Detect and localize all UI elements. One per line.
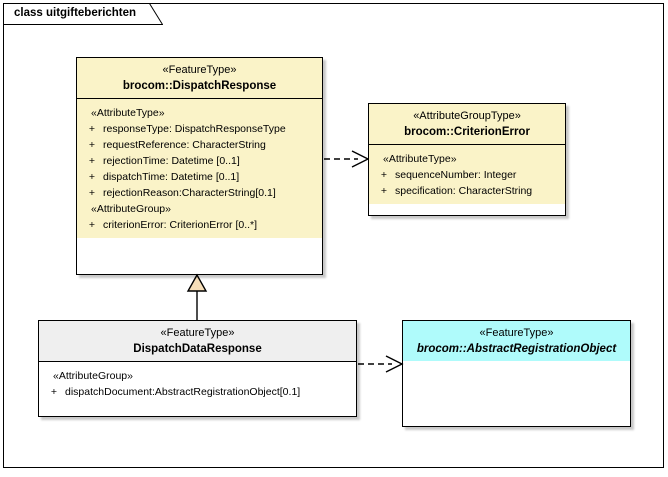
class-header-abstract-registration-object: «FeatureType» brocom::AbstractRegistrati… [403,321,630,361]
compartment-group-label: «AttributeGroup» [91,203,171,215]
attribute-text: rejectionReason:CharacterString[0.1] [103,187,276,199]
attribute-visibility: + [50,386,58,398]
attribute-row[interactable]: + sequenceNumber: Integer [373,167,561,183]
attribute-text: sequenceNumber: Integer [395,169,517,181]
attribute-text: dispatchDocument:AbstractRegistrationObj… [65,386,301,398]
class-header-dispatch-data-response: «FeatureType» DispatchDataResponse [39,321,356,362]
class-name: DispatchDataResponse [133,343,262,355]
class-stereotype: «FeatureType» [160,327,235,339]
attribute-row[interactable]: + rejectionTime: Datetime [0..1] [81,153,318,169]
diagram-frame-tab: class uitgifteberichten [3,3,163,25]
class-box-abstract-registration-object[interactable]: «FeatureType» brocom::AbstractRegistrati… [402,320,631,427]
attribute-text: criterionError: CriterionError [0..*] [103,219,258,231]
attribute-row[interactable]: + requestReference: CharacterString [81,137,318,153]
attribute-row[interactable]: + criterionError: CriterionError [0..*] [81,217,318,233]
compartment-group-label: «AttributeType» [91,107,165,119]
diagram-title: class uitgifteberichten [14,7,137,19]
class-stereotype: «AttributeGroupType» [413,110,521,122]
attribute-row[interactable]: + rejectionReason:CharacterString[0.1] [81,185,318,201]
attribute-visibility: + [380,185,388,197]
class-stereotype: «FeatureType» [479,327,554,339]
class-body-dispatch-response: «AttributeType» + responseType: Dispatch… [77,99,322,238]
attribute-visibility: + [380,169,388,181]
attribute-row[interactable]: + dispatchTime: Datetime [0..1] [81,169,318,185]
attribute-row[interactable]: + specification: CharacterString [373,183,561,199]
attribute-visibility: + [88,139,96,151]
attribute-visibility: + [88,187,96,199]
class-box-criterion-error[interactable]: «AttributeGroupType» brocom::CriterionEr… [368,103,566,216]
class-box-dispatch-response[interactable]: «FeatureType» brocom::DispatchResponse «… [76,57,323,275]
attribute-text: rejectionTime: Datetime [0..1] [103,155,240,167]
attribute-row[interactable]: + dispatchDocument:AbstractRegistrationO… [43,384,352,400]
class-header-criterion-error: «AttributeGroupType» brocom::CriterionEr… [369,104,565,145]
class-stereotype: «FeatureType» [162,64,237,76]
compartment-group-label: «AttributeGroup» [53,370,133,382]
attribute-visibility: + [88,123,96,135]
class-body-dispatch-data-response: «AttributeGroup» + dispatchDocument:Abst… [39,362,356,405]
frame-tab-shape [3,3,163,25]
class-name: brocom::AbstractRegistrationObject [416,343,617,355]
class-name: brocom::DispatchResponse [122,80,277,92]
attribute-text: dispatchTime: Datetime [0..1] [103,171,240,183]
attribute-visibility: + [88,171,96,183]
attribute-visibility: + [88,219,96,231]
class-box-dispatch-data-response[interactable]: «FeatureType» DispatchDataResponse «Attr… [38,320,357,417]
class-header-dispatch-response: «FeatureType» brocom::DispatchResponse [77,58,322,99]
attribute-visibility: + [88,155,96,167]
attribute-text: requestReference: CharacterString [103,139,266,151]
class-body-criterion-error: «AttributeType» + sequenceNumber: Intege… [369,145,565,204]
attribute-row[interactable]: + responseType: DispatchResponseType [81,121,318,137]
attribute-text: responseType: DispatchResponseType [103,123,286,135]
compartment-group-label: «AttributeType» [383,153,457,165]
class-name: brocom::CriterionError [404,126,530,138]
attribute-text: specification: CharacterString [395,185,533,197]
